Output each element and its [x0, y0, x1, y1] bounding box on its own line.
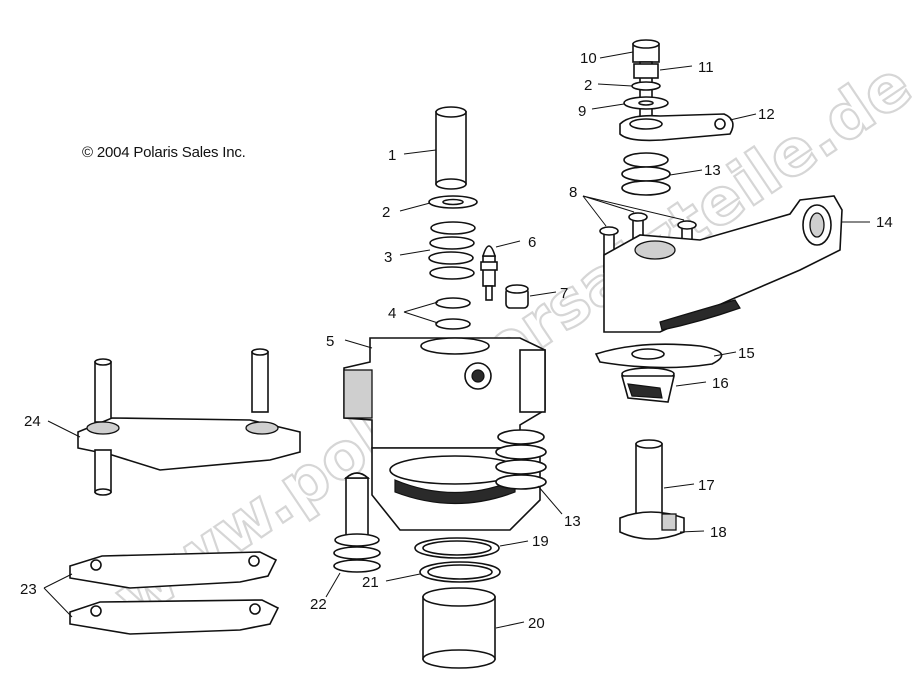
callout-1: 1 — [388, 147, 396, 164]
part-14-housing — [603, 195, 870, 333]
part-17-shaft — [619, 439, 695, 540]
part-19-seal-ring — [414, 537, 529, 559]
part-11-nut — [633, 63, 693, 79]
part-3-spring — [399, 221, 476, 280]
part-20-piston — [422, 587, 525, 669]
callout-4: 4 — [388, 305, 396, 322]
callout-16: 16 — [712, 375, 729, 392]
part-16-cam — [620, 367, 707, 403]
part-2-upper-washer — [597, 81, 661, 91]
callout-labels: 1 2 3 4 5 6 7 8 9 10 11 2 12 13 14 15 16… — [20, 50, 893, 632]
part-9-washer — [591, 96, 669, 110]
callout-3: 3 — [384, 249, 392, 266]
part-22-pin-boot — [325, 472, 381, 598]
callout-18: 18 — [710, 524, 727, 541]
callout-22: 22 — [310, 596, 327, 613]
callout-13-upper: 13 — [704, 162, 721, 179]
callout-13-lower: 13 — [564, 513, 581, 530]
part-23-brake-pads — [43, 551, 280, 635]
callout-14: 14 — [876, 214, 893, 231]
callout-2: 2 — [382, 204, 390, 221]
callout-17: 17 — [698, 477, 715, 494]
callout-8: 8 — [569, 184, 577, 201]
part-6-bleeder — [480, 240, 521, 301]
part-13-upper-boot — [621, 152, 703, 196]
callout-9: 9 — [578, 103, 586, 120]
part-5-caliper-body — [343, 337, 546, 531]
callout-23: 23 — [20, 581, 37, 598]
callout-19: 19 — [532, 533, 549, 550]
part-13-lower-boot — [495, 429, 563, 515]
part-7-cap — [505, 284, 557, 309]
part-24-bracket — [47, 348, 301, 496]
callout-5: 5 — [326, 333, 334, 350]
callout-6: 6 — [528, 234, 536, 251]
callout-11: 11 — [698, 59, 714, 76]
callout-15: 15 — [738, 345, 755, 362]
callout-2-upper: 2 — [584, 77, 592, 94]
part-18-set-screw — [661, 513, 705, 533]
callout-12: 12 — [758, 106, 775, 123]
copyright-notice: © 2004 Polaris Sales Inc. — [82, 144, 246, 161]
part-4-seals — [403, 297, 471, 330]
part-21-square-seal — [385, 561, 501, 583]
callout-24: 24 — [24, 413, 41, 430]
part-1-pin — [403, 106, 467, 190]
part-2-washer — [399, 195, 478, 212]
part-15-gasket — [594, 343, 737, 369]
part-12-lever — [619, 113, 757, 142]
callout-7: 7 — [560, 285, 568, 302]
callout-21: 21 — [362, 574, 379, 591]
callout-10: 10 — [580, 50, 597, 67]
callout-20: 20 — [528, 615, 545, 632]
